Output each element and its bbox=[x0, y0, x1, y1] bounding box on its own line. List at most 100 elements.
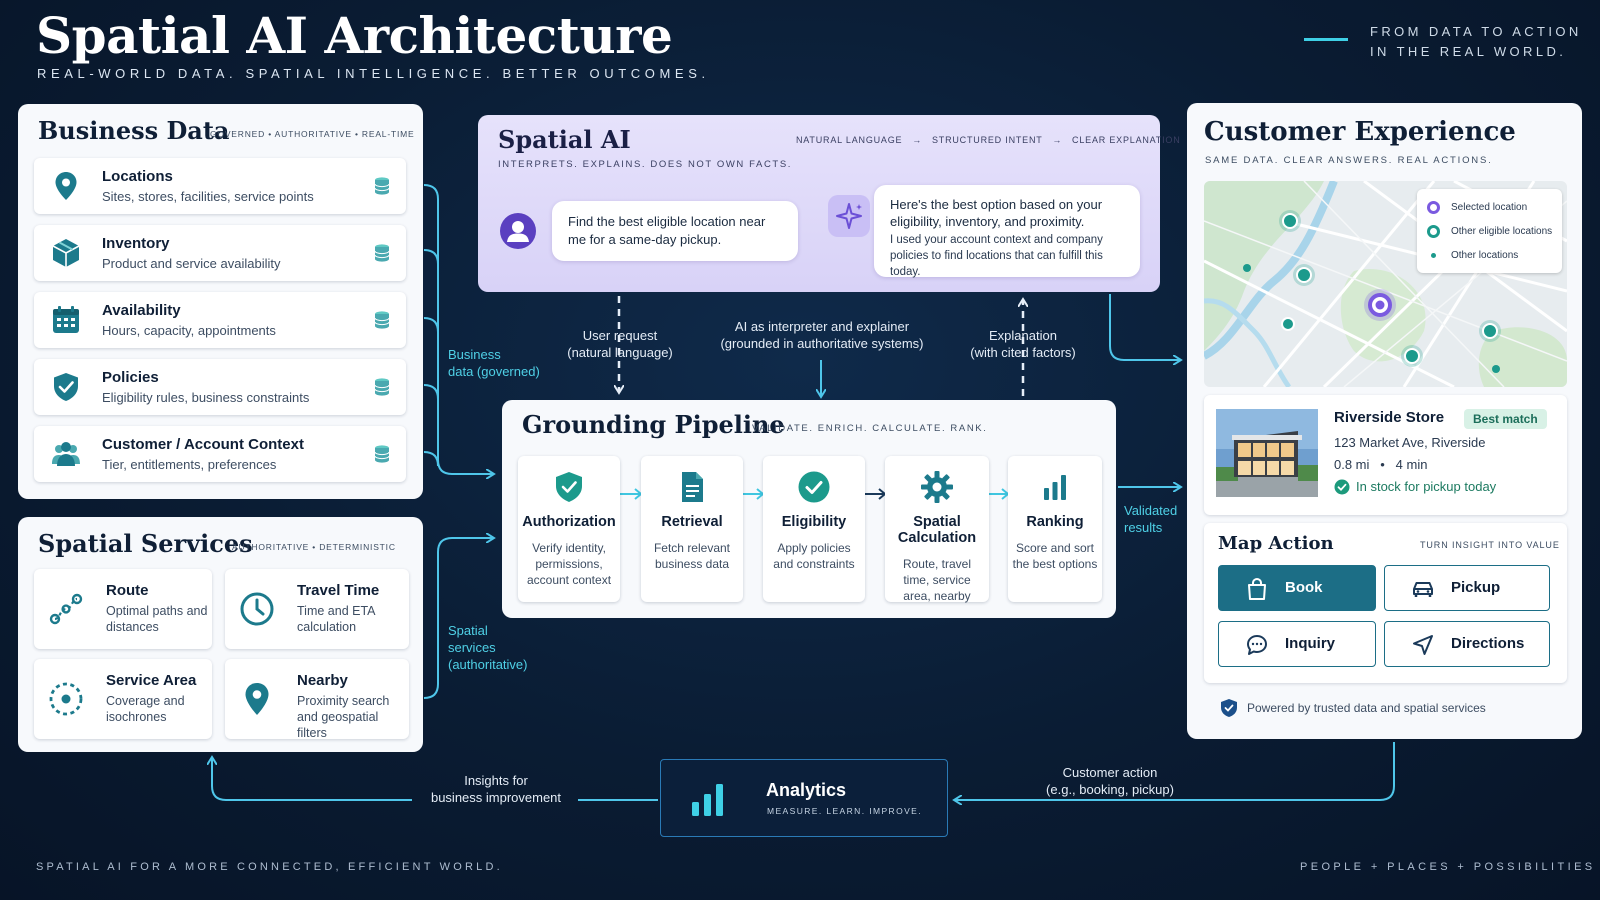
legend-label: Selected location bbox=[1451, 202, 1528, 213]
user-message-bubble: Find the best eligible location near me … bbox=[552, 201, 798, 261]
business-item-desc: Tier, entitlements, preferences bbox=[102, 457, 277, 472]
best-match-badge: Best match bbox=[1464, 409, 1547, 429]
database-icon bbox=[374, 177, 390, 195]
pipeline-meta: VALIDATE. ENRICH. CALCULATE. RANK. bbox=[752, 423, 988, 434]
box-icon bbox=[52, 239, 80, 267]
legend-label: Other eligible locations bbox=[1451, 226, 1553, 237]
service-desc: Time and ETA calculation bbox=[297, 604, 375, 634]
service-title: Nearby bbox=[297, 672, 348, 689]
store-distance: 0.8 mi bbox=[1334, 457, 1370, 472]
stage-retrieval[interactable]: Retrieval Fetch relevant business data bbox=[641, 456, 743, 602]
button-label: Pickup bbox=[1451, 579, 1501, 596]
check-circle-icon bbox=[1334, 479, 1350, 495]
sparkle-icon bbox=[836, 203, 862, 229]
business-item-customer-context[interactable]: Customer / Account Context Tier, entitle… bbox=[34, 426, 406, 482]
business-item-policies[interactable]: Policies Eligibility rules, business con… bbox=[34, 359, 406, 415]
shopping-bag-icon bbox=[1248, 577, 1266, 600]
customer-experience-panel: Customer Experience SAME DATA. CLEAR ANS… bbox=[1187, 103, 1582, 739]
stage-spatial-calculation[interactable]: Spatial Calculation Route, travel time, … bbox=[885, 456, 989, 603]
ai-to-cx-arrow bbox=[1109, 294, 1180, 360]
trust-note: Powered by trusted data and spatial serv… bbox=[1247, 701, 1486, 715]
store-result-card[interactable]: Riverside Store Best match 123 Market Av… bbox=[1204, 395, 1567, 515]
tagline-divider bbox=[1304, 38, 1348, 41]
insights-label: Insights for business improvement bbox=[430, 773, 562, 805]
stage-authorization[interactable]: Authorization Verify identity, permissio… bbox=[518, 456, 620, 602]
ai-message-detail: I used your account context and company … bbox=[890, 234, 1103, 278]
business-data-title: Business Data bbox=[38, 116, 230, 145]
stage-title: Authorization bbox=[522, 514, 616, 530]
pipeline-title: Grounding Pipeline bbox=[522, 410, 785, 439]
arrow-right-icon: → bbox=[905, 135, 929, 145]
customer-action-arrow bbox=[955, 742, 1395, 800]
business-item-inventory[interactable]: Inventory Product and service availabili… bbox=[34, 225, 406, 281]
spatial-ai-flow: NATURAL LANGUAGE → STRUCTURED INTENT → C… bbox=[796, 135, 1181, 145]
legend-label: Other locations bbox=[1451, 250, 1519, 261]
ai-message-main: Here's the best option based on your eli… bbox=[890, 197, 1103, 229]
ai-role-label: AI as interpreter and explainer (grounde… bbox=[720, 319, 924, 351]
stage-desc: Fetch relevant business data bbox=[653, 541, 731, 571]
spatial-ai-panel: Spatial AI INTERPRETS. EXPLAINS. DOES NO… bbox=[478, 115, 1180, 292]
bar-chart-icon bbox=[1044, 475, 1066, 500]
stage-eligibility[interactable]: Eligibility Apply policies and constrain… bbox=[763, 456, 865, 602]
map-view[interactable]: Selected location Other eligible locatio… bbox=[1204, 181, 1567, 387]
route-icon bbox=[49, 593, 83, 625]
tagline: FROM DATA TO ACTION IN THE REAL WORLD. bbox=[1370, 22, 1582, 62]
flow-step: CLEAR EXPLANATION bbox=[1072, 135, 1181, 145]
inquiry-button[interactable]: Inquiry bbox=[1218, 621, 1376, 667]
book-button[interactable]: Book bbox=[1218, 565, 1376, 611]
business-item-availability[interactable]: Availability Hours, capacity, appointmen… bbox=[34, 292, 406, 348]
service-service-area[interactable]: Service Area Coverage and isochrones bbox=[34, 659, 212, 739]
stage-ranking[interactable]: Ranking Score and sort the best options bbox=[1008, 456, 1102, 602]
other-marker-icon bbox=[1431, 253, 1436, 258]
calendar-icon bbox=[53, 306, 79, 333]
explanation-label: Explanation (with cited factors) bbox=[970, 328, 1076, 360]
stage-title: Spatial Calculation bbox=[897, 514, 977, 546]
service-title: Service Area bbox=[106, 672, 197, 689]
database-icon bbox=[374, 311, 390, 329]
service-travel-time[interactable]: Travel Time Time and ETA calculation bbox=[225, 569, 409, 649]
business-item-title: Locations bbox=[102, 168, 173, 185]
business-item-desc: Product and service availability bbox=[102, 256, 281, 271]
stage-desc: Apply policies and constraints bbox=[773, 541, 855, 571]
spatial-services-meta: AUTHORITATIVE • DETERMINISTIC bbox=[232, 542, 396, 552]
map-action-meta: TURN INSIGHT INTO VALUE bbox=[1420, 540, 1560, 550]
database-icon bbox=[374, 445, 390, 463]
stage-desc: Route, travel time, service area, nearby bbox=[902, 557, 972, 603]
analytics-box[interactable]: Analytics MEASURE. LEARN. IMPROVE. bbox=[660, 759, 948, 837]
cx-title: Customer Experience bbox=[1204, 117, 1516, 147]
navigation-arrow-icon bbox=[1413, 635, 1433, 655]
map-action-card: Map Action TURN INSIGHT INTO VALUE Book … bbox=[1204, 523, 1567, 683]
footer-left: SPATIAL AI FOR A MORE CONNECTED, EFFICIE… bbox=[36, 861, 503, 873]
check-circle-icon bbox=[798, 471, 830, 503]
document-icon bbox=[682, 472, 703, 502]
stage-title: Ranking bbox=[1026, 514, 1084, 530]
directions-button[interactable]: Directions bbox=[1384, 621, 1550, 667]
business-data-panel: Business Data GOVERNED • AUTHORITATIVE •… bbox=[18, 104, 423, 499]
flow-step: STRUCTURED INTENT bbox=[931, 135, 1043, 145]
spatial-services-title: Spatial Services bbox=[38, 529, 253, 558]
spatial-services-panel: Spatial Services AUTHORITATIVE • DETERMI… bbox=[18, 517, 423, 752]
service-desc: Optimal paths and distances bbox=[106, 604, 208, 634]
chat-bubble-icon bbox=[1247, 635, 1267, 655]
business-item-desc: Eligibility rules, business constraints bbox=[102, 390, 310, 405]
service-route[interactable]: Route Optimal paths and distances bbox=[34, 569, 212, 649]
business-data-connector bbox=[423, 184, 493, 474]
user-message-text: Find the best eligible location near me … bbox=[568, 214, 766, 247]
service-nearby[interactable]: Nearby Proximity search and geospatial f… bbox=[225, 659, 409, 740]
database-icon bbox=[374, 378, 390, 396]
analytics-subtitle: MEASURE. LEARN. IMPROVE. bbox=[767, 806, 922, 816]
ai-sparkle-badge bbox=[828, 195, 870, 237]
stage-desc: Score and sort the best options bbox=[1012, 541, 1098, 571]
business-item-locations[interactable]: Locations Sites, stores, facilities, ser… bbox=[34, 158, 406, 214]
store-name: Riverside Store bbox=[1334, 409, 1445, 426]
business-item-title: Policies bbox=[102, 369, 159, 386]
user-request-label: User request (natural language) bbox=[567, 328, 673, 360]
store-distance-row: 0.8 mi • 4 min bbox=[1334, 457, 1427, 472]
store-photo bbox=[1216, 409, 1318, 497]
car-icon bbox=[1413, 582, 1433, 597]
pickup-button[interactable]: Pickup bbox=[1384, 565, 1550, 611]
eligible-marker-icon bbox=[1427, 225, 1440, 238]
tagline-line-1: FROM DATA TO ACTION bbox=[1370, 24, 1582, 39]
business-data-meta: GOVERNED • AUTHORITATIVE • REAL-TIME bbox=[210, 129, 415, 139]
